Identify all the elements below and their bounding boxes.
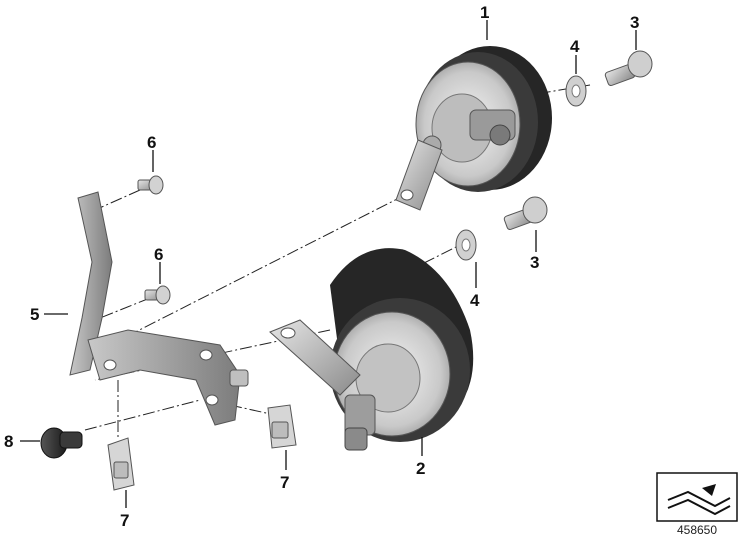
bolt-lower xyxy=(503,196,548,231)
clip-nut-right xyxy=(267,404,297,449)
bolt-upper xyxy=(604,50,653,87)
callout-4-washer-upper: 4 xyxy=(570,37,580,56)
callout-5-bracket: 5 xyxy=(30,305,39,324)
washer-lower xyxy=(455,229,477,261)
reference-number: 458650 xyxy=(676,523,718,537)
screw-upper xyxy=(137,175,164,195)
folded-arrow-icon xyxy=(656,472,738,522)
callout-7-clip-right: 7 xyxy=(280,473,289,492)
horn-upper xyxy=(395,46,552,211)
rubber-grommet xyxy=(40,427,83,459)
clip-nut-lower-left xyxy=(107,437,135,491)
callout-6-screw-upper: 6 xyxy=(147,133,156,152)
callout-1-horn-upper: 1 xyxy=(480,3,489,22)
washer-upper xyxy=(565,75,587,107)
horn-lower xyxy=(269,248,474,451)
callout-2-horn-lower: 2 xyxy=(416,459,425,478)
callout-7-clip-lower-left: 7 xyxy=(120,511,129,530)
mounting-bracket xyxy=(69,191,249,426)
callout-3-bolt-lower: 3 xyxy=(530,253,539,272)
callout-3-bolt-upper: 3 xyxy=(630,13,639,32)
leader-lines xyxy=(20,20,637,508)
callout-8-grommet: 8 xyxy=(4,432,13,451)
callout-4-washer-lower: 4 xyxy=(470,291,480,310)
screw-lower xyxy=(144,285,171,305)
callout-6-screw-lower: 6 xyxy=(154,245,163,264)
